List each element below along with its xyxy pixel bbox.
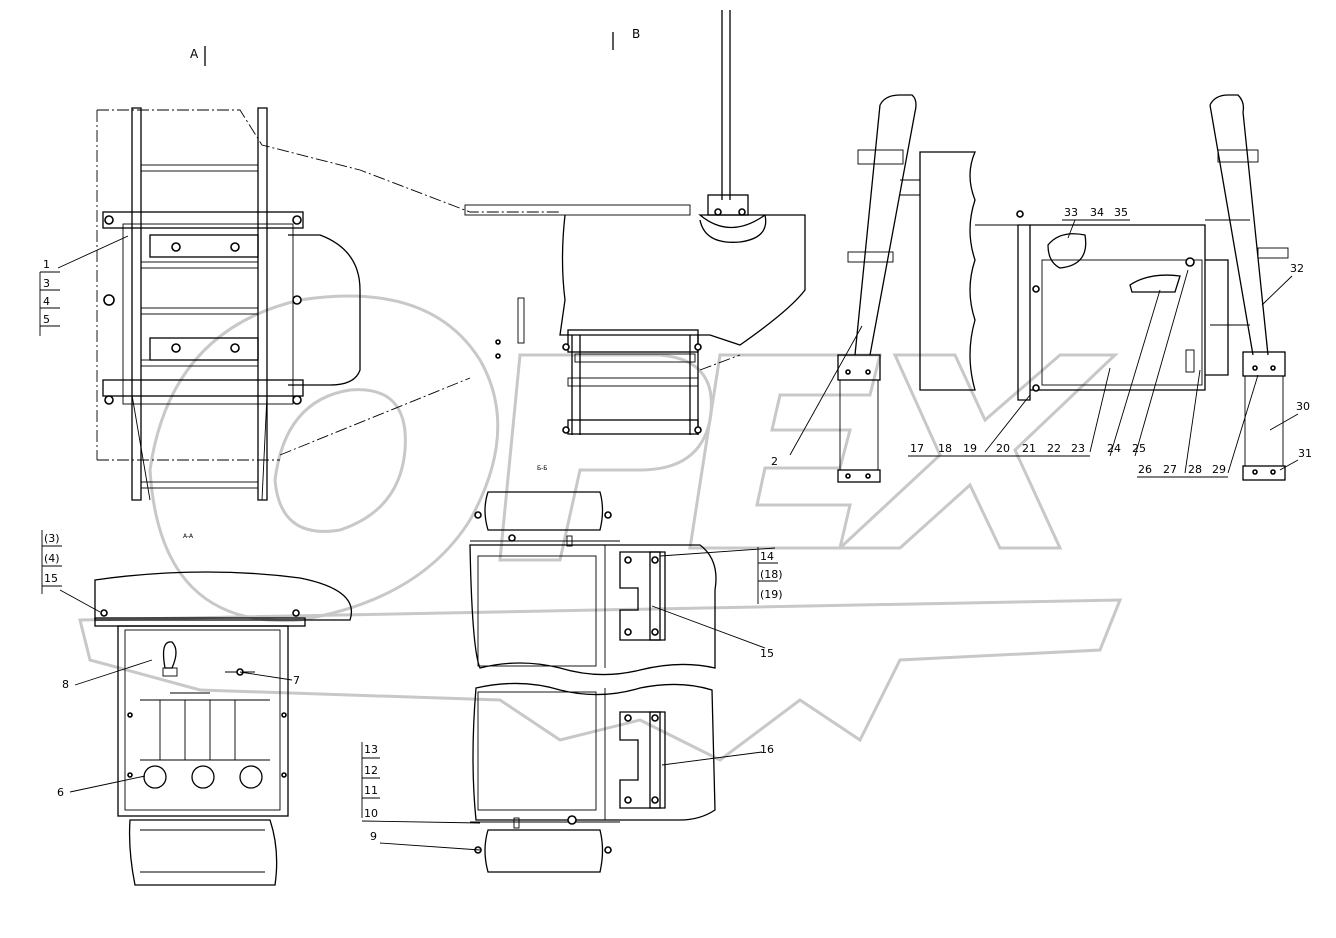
callout-31: 31 bbox=[1298, 447, 1312, 460]
view-b-step bbox=[464, 10, 806, 435]
callouts-right-assembly: 2 17 18 19 20 21 22 23 24 25 26 27 28 29… bbox=[771, 206, 1312, 478]
callout-23: 23 bbox=[1071, 442, 1085, 455]
callout-10: 10 bbox=[364, 807, 378, 820]
callout-28: 28 bbox=[1188, 463, 1202, 476]
callout-19: 19 bbox=[963, 442, 977, 455]
callout-18-paren: (18) bbox=[760, 568, 783, 581]
callout-14: 14 bbox=[760, 550, 774, 563]
callout-9: 9 bbox=[370, 830, 377, 843]
callout-35: 35 bbox=[1114, 206, 1128, 219]
callout-2: 2 bbox=[771, 455, 778, 468]
callout-15-b: 15 bbox=[760, 647, 774, 660]
section-bb-plan bbox=[469, 491, 717, 873]
callout-6: 6 bbox=[57, 786, 64, 799]
callout-11: 11 bbox=[364, 784, 378, 797]
callout-13: 13 bbox=[364, 743, 378, 756]
callouts-section-bb: 14 (18) (19) 15 16 13 12 11 10 9 bbox=[361, 547, 783, 851]
callout-25: 25 bbox=[1132, 442, 1146, 455]
callout-26: 26 bbox=[1138, 463, 1152, 476]
callout-3-paren: (3) bbox=[44, 532, 60, 545]
callout-4: 4 bbox=[43, 295, 50, 308]
callout-33: 33 bbox=[1064, 206, 1078, 219]
callout-17: 17 bbox=[910, 442, 924, 455]
view-b-label: B bbox=[632, 27, 640, 41]
view-a-label: A bbox=[190, 47, 199, 61]
callout-32: 32 bbox=[1290, 262, 1304, 275]
callout-15-a: 15 bbox=[44, 572, 58, 585]
callouts-section-aa: (3) (4) 15 8 7 6 bbox=[41, 530, 300, 799]
callout-5: 5 bbox=[43, 313, 50, 326]
section-aa-label: A-A bbox=[183, 533, 194, 540]
callout-20: 20 bbox=[996, 442, 1010, 455]
callout-18: 18 bbox=[938, 442, 952, 455]
callout-7: 7 bbox=[293, 674, 300, 687]
callout-16: 16 bbox=[760, 743, 774, 756]
callout-29: 29 bbox=[1212, 463, 1226, 476]
callout-12: 12 bbox=[364, 764, 378, 777]
callout-19-paren: (19) bbox=[760, 588, 783, 601]
callout-21: 21 bbox=[1022, 442, 1036, 455]
callout-stack-1-5: 1 3 4 5 bbox=[39, 235, 129, 336]
callout-34: 34 bbox=[1090, 206, 1104, 219]
callout-3: 3 bbox=[43, 277, 50, 290]
callout-4-paren: (4) bbox=[44, 552, 60, 565]
callout-30: 30 bbox=[1296, 400, 1310, 413]
right-frame-assembly bbox=[837, 94, 1289, 483]
callout-8: 8 bbox=[62, 678, 69, 691]
callout-22: 22 bbox=[1047, 442, 1061, 455]
callout-24: 24 bbox=[1107, 442, 1121, 455]
section-aa-box bbox=[94, 571, 352, 886]
callout-27: 27 bbox=[1163, 463, 1177, 476]
section-bb-label: Б-Б bbox=[537, 465, 547, 472]
callout-1: 1 bbox=[43, 258, 50, 271]
view-a-ladder bbox=[96, 107, 560, 501]
watermark-logo bbox=[78, 294, 1123, 762]
